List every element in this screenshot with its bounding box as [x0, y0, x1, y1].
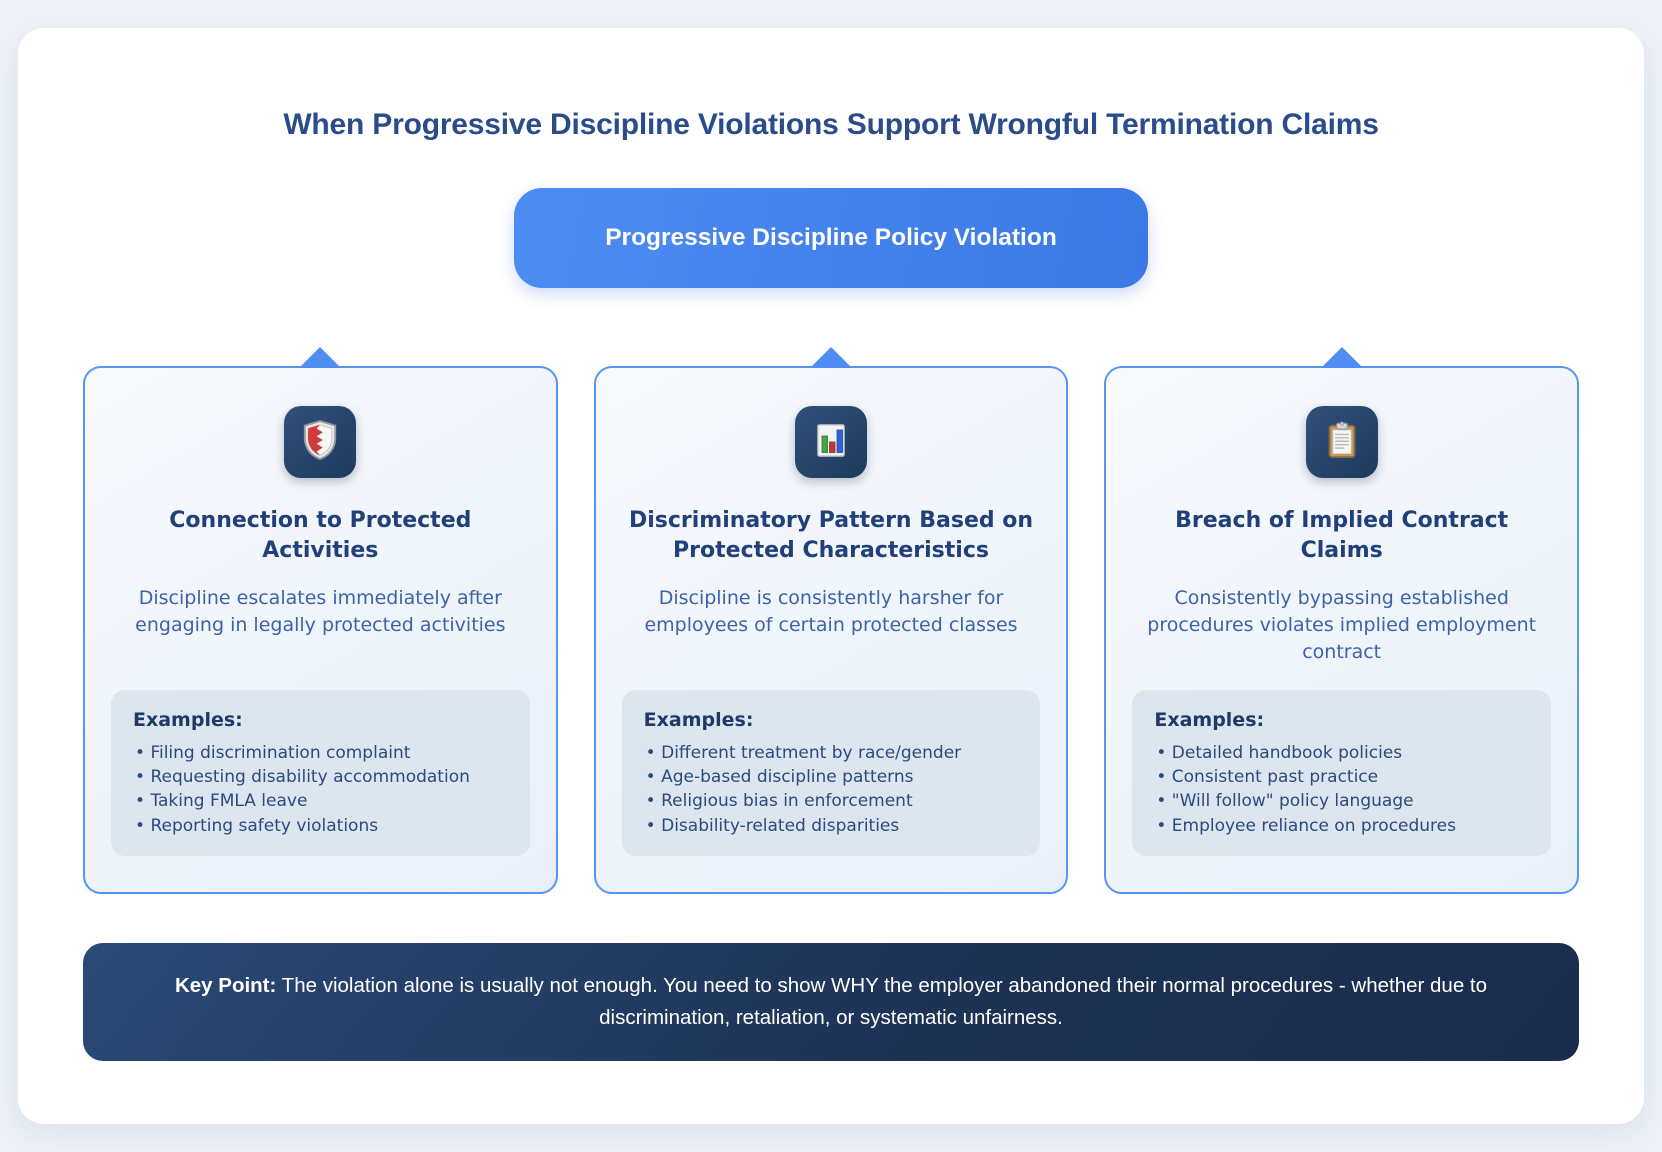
card-discriminatory-pattern: Discriminatory Pattern Based on Protecte…	[593, 347, 1069, 894]
card-description: Discipline is consistently harsher for e…	[644, 587, 1018, 637]
examples-heading: Examples:	[133, 708, 243, 731]
policy-violation-label: Progressive Discipline Policy Violation	[605, 224, 1057, 251]
example-item: Different treatment by race/gender	[644, 741, 1019, 765]
example-item: Consistent past practice	[1154, 765, 1529, 789]
card-description: Discipline escalates immediately after e…	[135, 587, 506, 637]
examples-list: Filing discrimination complaint Requesti…	[133, 741, 508, 838]
key-point-body: The violation alone is usually not enoug…	[281, 974, 1488, 1029]
page-title: When Progressive Discipline Violations S…	[283, 108, 1379, 141]
example-item: Employee reliance on procedures	[1154, 814, 1529, 838]
example-item: Detailed handbook policies	[1154, 741, 1529, 765]
icon-tile	[795, 406, 867, 478]
examples-list: Detailed handbook policies Consistent pa…	[1154, 741, 1529, 838]
key-point-banner: Key Point: The violation alone is usuall…	[83, 943, 1579, 1061]
up-arrow-icon	[810, 347, 852, 368]
card-implied-contract: Breach of Implied Contract Claims Consis…	[1104, 347, 1580, 894]
examples-list: Different treatment by race/gender Age-b…	[644, 741, 1019, 838]
example-item: Age-based discipline patterns	[644, 765, 1019, 789]
card-description: Consistently bypassing established proce…	[1147, 587, 1537, 664]
examples-box: Examples: Different treatment by race/ge…	[621, 689, 1041, 856]
policy-violation-node: Progressive Discipline Policy Violation	[514, 188, 1148, 288]
example-item: Religious bias in enforcement	[644, 789, 1019, 813]
key-point-label: Key Point:	[174, 974, 277, 998]
card-title: Discriminatory Pattern Based on Protecte…	[628, 508, 1034, 563]
icon-tile	[1305, 406, 1378, 478]
shield-icon	[301, 419, 339, 465]
icon-tile	[284, 406, 357, 478]
up-arrow-icon	[1320, 347, 1363, 368]
example-item: Disability-related disparities	[644, 814, 1019, 838]
card-title: Connection to Protected Activities	[169, 508, 472, 563]
bar-chart-icon	[811, 420, 851, 464]
key-point-text: Key Point: The violation alone is usuall…	[166, 970, 1496, 1034]
example-item: Filing discrimination complaint	[133, 741, 508, 765]
examples-heading: Examples:	[643, 708, 754, 731]
up-arrow-icon	[299, 347, 342, 368]
examples-box: Examples: Filing discrimination complain…	[111, 689, 530, 856]
main-panel: When Progressive Discipline Violations S…	[18, 28, 1644, 1124]
examples-heading: Examples:	[1154, 708, 1265, 731]
card-title: Breach of Implied Contract Claims	[1175, 508, 1509, 563]
example-item: Taking FMLA leave	[133, 789, 508, 813]
example-item: "Will follow" policy language	[1154, 789, 1529, 813]
clipboard-icon	[1324, 420, 1360, 464]
examples-box: Examples: Detailed handbook policies Con…	[1132, 689, 1552, 856]
claim-cards-row: Connection to Protected Activities Disci…	[83, 347, 1580, 894]
example-item: Reporting safety violations	[133, 814, 508, 838]
example-item: Requesting disability accommodation	[133, 765, 508, 789]
card-protected-activities: Connection to Protected Activities Disci…	[83, 347, 558, 894]
